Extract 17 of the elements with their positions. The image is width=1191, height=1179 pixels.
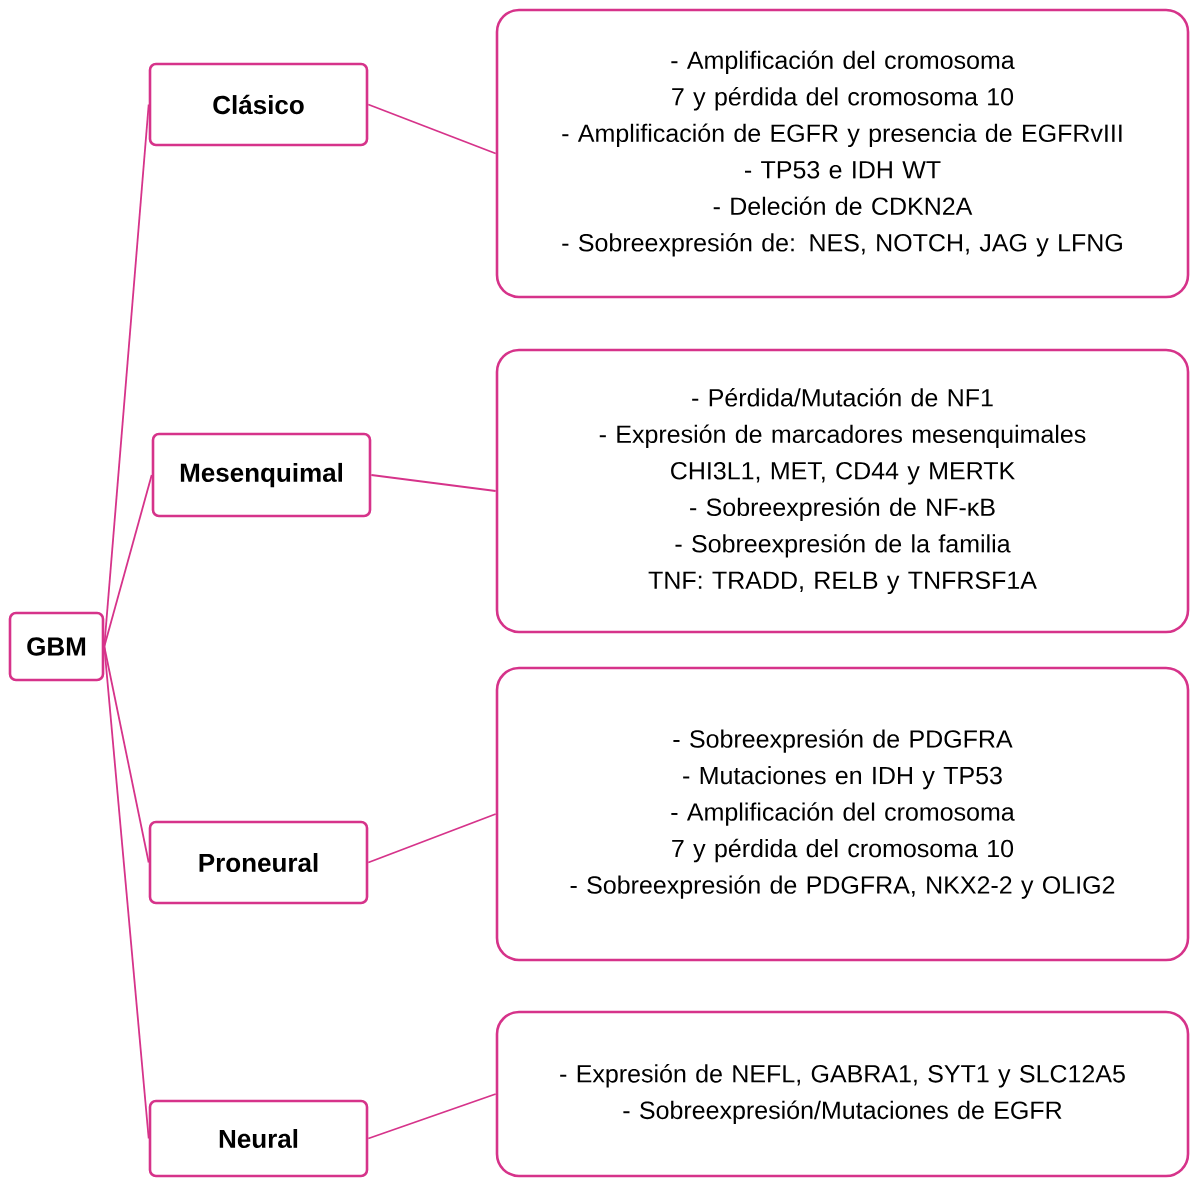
detail-box: - Sobreexpresión de PDGFRA - Mutaciones en IDH y TP53 - Amplificación del cromosoma 7 y pérdida del cromosoma 10 - Sobreexpresión de PDGFRA, NKX2-2 y OLIG2 bbox=[495, 666, 1190, 962]
subtype-box: Mesenquimal bbox=[151, 432, 372, 518]
subtype-box: Neural bbox=[148, 1099, 369, 1178]
connector-line bbox=[103, 103, 150, 648]
connector-line bbox=[103, 645, 150, 864]
connector-line bbox=[103, 474, 153, 648]
root-box: GBM bbox=[8, 611, 105, 682]
detail-box: - Pérdida/Mutación de NF1 - Expresión de marcadores mesenquimales CHI3L1, MET, CD44 y MERTK - Sobreexpresión de NF-κB - Sobreexpresión de la familia TNF: TRADD, RELB y TNFRSF1A bbox=[495, 348, 1190, 634]
detail-box: - Amplificación del cromosoma 7 y pérdida del cromosoma 10 - Amplificación de EGFR y presencia de EGFRvIII - TP53 e IDH WT - Deleción de CDKN2A - Sobreexpresión de: NES, NOTCH, JAG y LFNG bbox=[495, 8, 1190, 299]
connector-line bbox=[367, 103, 497, 155]
connector-line bbox=[367, 1093, 497, 1140]
connector-line bbox=[103, 645, 150, 1140]
detail-box: - Expresión de NEFL, GABRA1, SYT1 y SLC12A5 - Sobreexpresión/Mutaciones de EGFR bbox=[495, 1010, 1190, 1178]
subtype-box: Clásico bbox=[148, 62, 369, 147]
connector-line bbox=[370, 474, 497, 492]
connector-line bbox=[367, 813, 497, 864]
subtype-box: Proneural bbox=[148, 820, 369, 905]
